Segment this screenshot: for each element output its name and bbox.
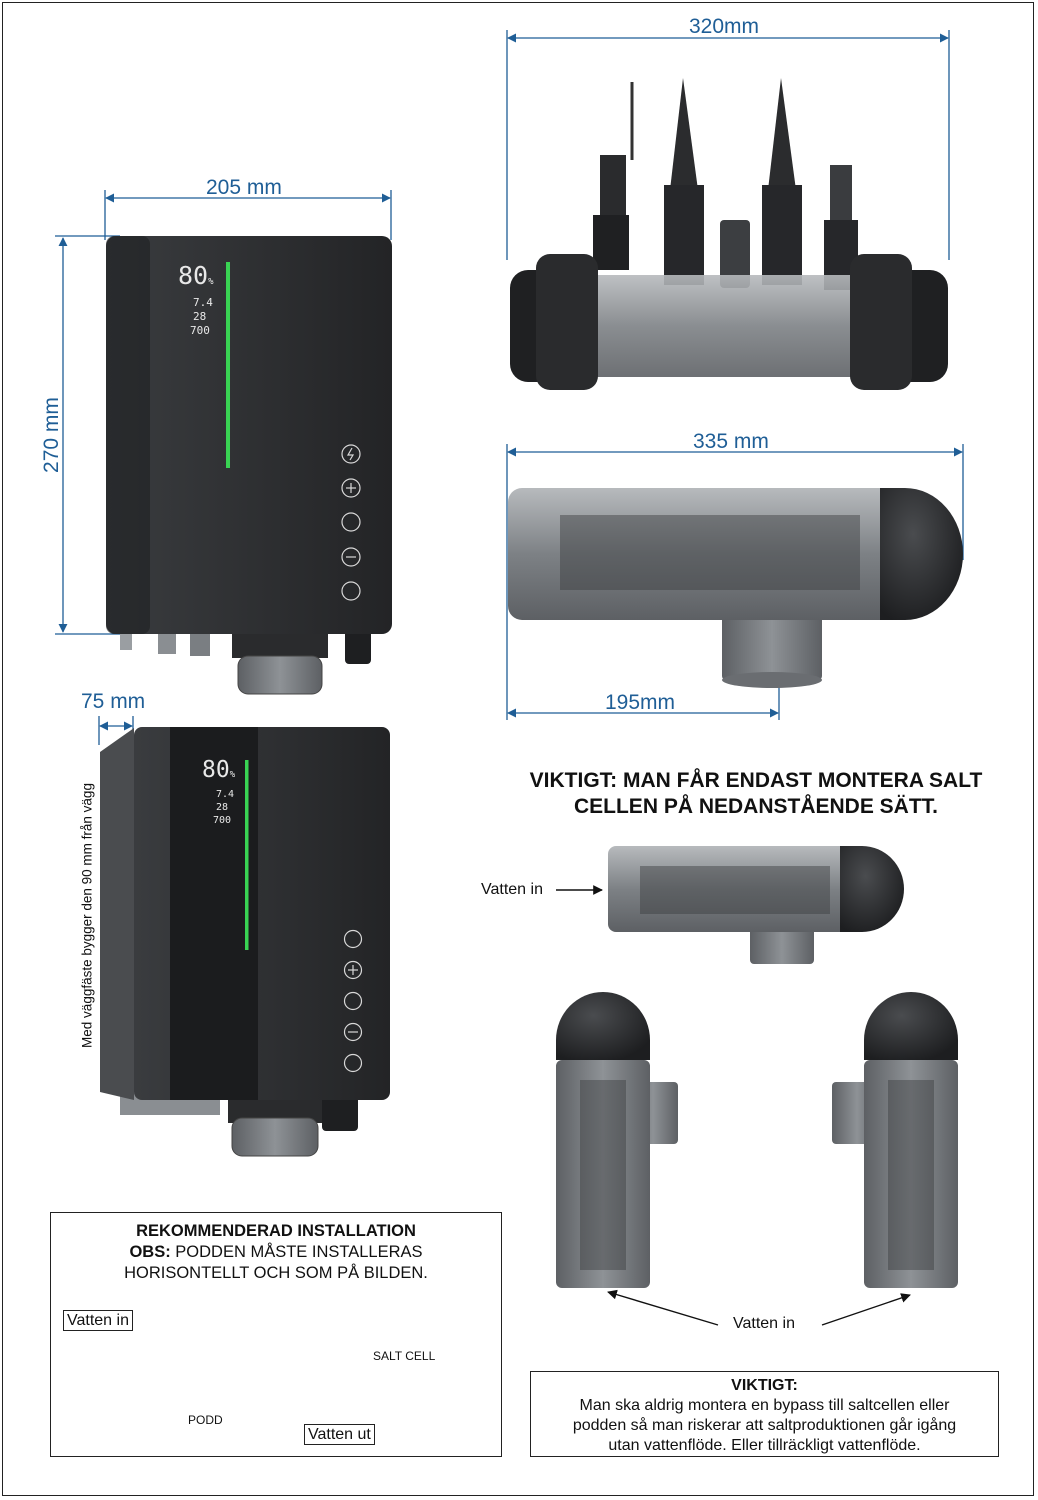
important-heading: VIKTIGT: MAN FÅR ENDAST MONTERA SALT CEL… xyxy=(490,768,1022,820)
display-front: 80% 7.4 28 700 xyxy=(178,262,224,338)
pod-top xyxy=(510,78,948,390)
display-percent: 80 xyxy=(178,261,209,290)
dimension-lines xyxy=(55,30,964,745)
pod-label: PODD xyxy=(188,1413,223,1427)
display-side-temp: 28 xyxy=(216,802,229,813)
warning-box: VIKTIGT: Man ska aldrig montera en bypas… xyxy=(530,1371,999,1457)
controller-buttons xyxy=(341,444,361,601)
warning-line2: podden så man riskerar att saltproduktio… xyxy=(572,1417,957,1434)
warning-line1: Man ska aldrig montera en bypass till sa… xyxy=(579,1397,950,1414)
flow-arrows xyxy=(556,885,911,1326)
recommended-obs-label: OBS: xyxy=(129,1243,171,1261)
controller-front xyxy=(106,236,392,695)
recommended-water-in: Vatten in xyxy=(63,1310,133,1331)
display-percent-unit: % xyxy=(208,277,214,287)
dim-cell-length: 335 mm xyxy=(693,430,769,453)
side-buttons xyxy=(343,929,363,1073)
warning-line3: utan vattenflöde. Eller tillräckligt vat… xyxy=(608,1437,921,1454)
dim-controller-width: 205 mm xyxy=(206,176,282,199)
cell-vertical-right xyxy=(832,992,958,1288)
important-heading-line2: CELLEN PÅ NEDANSTÅENDE SÄTT. xyxy=(573,795,939,818)
recommended-obs: OBS: PODDEN MÅSTE INSTALLERAS xyxy=(51,1243,501,1262)
important-heading-line1: VIKTIGT: MAN FÅR ENDAST MONTERA SALT xyxy=(529,769,983,792)
water-in-label-bottom: Vatten in xyxy=(733,1315,795,1332)
warning-title: VIKTIGT: xyxy=(731,1377,798,1394)
recommended-installation-box: REKOMMENDERAD INSTALLATION OBS: PODDEN M… xyxy=(50,1212,502,1457)
controller-side xyxy=(100,727,390,1157)
recommended-obs-text: PODDEN MÅSTE INSTALLERAS xyxy=(170,1243,423,1261)
display-side-percent: 80 xyxy=(202,757,230,783)
recommended-line3: HORISONTELLT OCH SOM PÅ BILDEN. xyxy=(124,1264,428,1282)
display-orp: 700 xyxy=(190,324,210,337)
recommended-water-out: Vatten ut xyxy=(304,1424,375,1445)
display-side-ph: 7.4 xyxy=(216,789,235,800)
display-side-orp: 700 xyxy=(213,815,232,826)
salt-cell-label: SALT CELL xyxy=(373,1349,436,1363)
display-side-percent-unit: % xyxy=(229,770,236,780)
dim-depth: 75 mm xyxy=(81,690,146,713)
display-ph: 7.4 xyxy=(193,296,213,309)
water-in-label-top: Vatten in xyxy=(481,881,543,898)
display-temp: 28 xyxy=(193,310,207,323)
cell-vertical-left xyxy=(556,992,678,1288)
cell-horizontal xyxy=(608,846,904,964)
dim-controller-height: 270 mm xyxy=(40,397,63,473)
recommended-title: REKOMMENDERAD INSTALLATION xyxy=(136,1222,416,1240)
cell-middle xyxy=(508,488,963,688)
display-side: 80% 7.4 28 700 xyxy=(202,757,246,827)
dim-cell-outlet: 195mm xyxy=(605,691,676,714)
wall-mount-note: Med väggfäste bygger den 90 mm från vägg xyxy=(79,783,95,1048)
dim-top-width: 320mm xyxy=(689,15,760,38)
